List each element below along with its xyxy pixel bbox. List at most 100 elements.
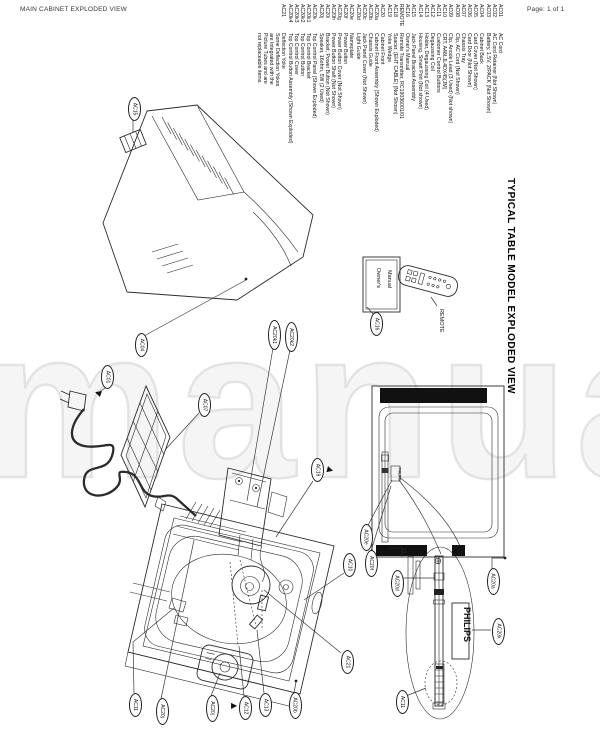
- part-code: AC12: [428, 4, 435, 17]
- callout-AC20b: AC20b: [288, 691, 302, 719]
- part-code: AC15: [410, 4, 417, 17]
- part-description: Top Control Button: [299, 33, 305, 76]
- part-code: AC20d: [354, 4, 361, 20]
- part-code: AC20g: [336, 4, 343, 20]
- part-code: AC16: [404, 4, 411, 17]
- callout-label: AC10: [346, 558, 353, 572]
- part-description: Clip, AC Cord (Not Shown): [453, 33, 460, 95]
- part-description: Light Guide: [354, 33, 361, 60]
- owners-manual-drawing: Owner's Manual: [362, 256, 401, 313]
- part-code: AC18: [391, 4, 398, 17]
- part-description: Picture Tubes and are: [261, 33, 268, 84]
- part-description: Cabinet Back: [478, 33, 485, 64]
- callout-AC20j: AC20j: [155, 697, 169, 725]
- callout-AC20a: AC20a: [486, 567, 500, 595]
- top-control-detail-drawing: PHILIPS: [405, 546, 475, 720]
- owners-manual-text-line2: Manual: [386, 270, 392, 288]
- part-code: AC06: [466, 4, 473, 17]
- callout-AC04: AC04: [134, 333, 148, 357]
- part-code: AC05: [472, 4, 479, 17]
- callout-label: AC07: [201, 398, 208, 412]
- part-description: CRT, A48LJL4DX45(JM): [441, 33, 448, 90]
- part-code: AC20k2: [299, 4, 305, 23]
- part-description: Card Door (Not Shown): [466, 33, 473, 88]
- parts-list-row: not replaceable items.: [256, 4, 262, 143]
- cabinet-back-drawing: [102, 104, 314, 301]
- watermark: manuali: [0, 285, 600, 522]
- cabinet-front-assembly-drawing: [124, 467, 335, 708]
- part-code: AC19: [385, 4, 392, 17]
- parts-list-row: AC20hPower Button Shaft (Not Shown): [330, 4, 336, 143]
- part-code: AC20h: [329, 4, 336, 20]
- parts-list-row: AC20iBracket, Power Button (Not Shown): [324, 4, 330, 143]
- part-description: Chassis Guide: [367, 33, 374, 67]
- part-code: REMOTE: [398, 4, 404, 27]
- part-code: AC20j: [317, 4, 324, 19]
- chassis-tray-drawing: [120, 384, 171, 512]
- part-description: Top Control Panel (Shown Exploded): [311, 33, 318, 119]
- part-description: Jack Panel Bracket Assembly: [410, 33, 417, 102]
- part-description: Card Cover (Not Shown): [472, 33, 479, 90]
- callout-AC12: AC12: [238, 696, 252, 720]
- parts-list-row: Picture Tubes and are: [262, 4, 268, 143]
- part-description: Top Control Cover: [292, 33, 299, 75]
- parts-list-row: AC20k4Top Control Button Assembly (Shown…: [286, 4, 293, 144]
- callout-label: AC20k2: [288, 328, 295, 346]
- part-description: Chassis Tray: [459, 33, 466, 63]
- callout-AC20k: AC20k: [491, 617, 505, 645]
- callout-label: AC20a: [490, 573, 497, 589]
- part-description: Yoke Wedge: [385, 33, 392, 63]
- parts-list-row: AC20kTop Control Panel (Shown Exploded): [311, 4, 317, 143]
- part-code: AC20k4: [286, 4, 293, 23]
- parts-list-row: AC20dLight Guide: [355, 4, 361, 143]
- part-code: AC01: [497, 4, 503, 17]
- part-description: not replaceable items.: [255, 33, 262, 84]
- part-code: AC20: [379, 4, 386, 17]
- callout-AC15: AC15: [127, 97, 141, 121]
- part-description: Some Deflection Yokes: [274, 33, 281, 87]
- part-description: are Integrated with the: [268, 33, 275, 85]
- part-description: Top Control Button Assembly (Shown Explo…: [286, 33, 293, 144]
- parts-list-row: AC05Card Cover (Not Shown): [472, 4, 478, 143]
- part-code: AC20b: [367, 4, 374, 20]
- parts-list-row: AC06Card Door (Not Shown): [466, 4, 472, 143]
- callout-label: AC20d: [394, 575, 401, 591]
- part-code: AC09: [447, 4, 454, 17]
- part-code: AC20k1: [305, 4, 312, 23]
- parts-list-row: AC07Chassis Tray: [460, 4, 466, 143]
- part-description: Holder, Degaussing Coil (4 Used): [422, 33, 429, 110]
- part-description: Power Button Shaft (Not Shown): [329, 33, 336, 108]
- part-description: AC Cord: [497, 33, 503, 53]
- parts-list-row: AC20aCabinet Front Assembly (Shown Explo…: [373, 4, 379, 143]
- part-code: AC07: [459, 4, 466, 17]
- callout-AC20d: AC20d: [390, 569, 404, 597]
- callout-label: AC12: [242, 701, 249, 715]
- part-code: AC20a: [373, 4, 380, 20]
- parts-list-row: AC20cJack Panel Cover (Not Shown): [361, 4, 367, 143]
- parts-list-row: AC20k1Top Control Bracket: [305, 4, 311, 143]
- callout-AC11: AC11: [395, 690, 409, 714]
- part-description: Speaker, 16ohm, 5W (2 Used): [317, 33, 324, 103]
- callout-label: AC04: [138, 338, 145, 352]
- parts-list-row: AC03Battery, 1.5V, 2/PACK (Not Shown): [484, 4, 491, 143]
- part-description: Power Button Cover (Not Shown): [336, 33, 343, 110]
- part-code: AC11: [435, 4, 442, 17]
- part-description: AC Cord Retainer (Not Shown): [490, 33, 497, 105]
- part-code: AC10: [441, 4, 448, 17]
- philips-logo-text: PHILIPS: [462, 607, 472, 642]
- part-description: Housing, Smart Port (Not shown): [416, 33, 423, 110]
- part-description: Cabinet Front Assembly (Shown Exploded): [373, 33, 380, 132]
- callout-label: AC19: [314, 463, 321, 477]
- callout-AC13: AC13: [258, 693, 272, 717]
- exploded-view-title: TYPICAL TABLE MODEL EXPLODED VIEW: [505, 178, 516, 394]
- parts-list-row: AC20eNameplate: [348, 4, 355, 143]
- callout-label: AC20k: [495, 623, 502, 639]
- callout-label: AC13: [262, 698, 269, 712]
- callout-AC07: AC07: [197, 393, 211, 417]
- part-description: Jack Panel Cover (Not Shown): [360, 33, 367, 104]
- parts-list-row: AC13Holder, Degaussing Coil (4 Used): [423, 4, 429, 143]
- parts-list-row: AC14Housing, Smart Port (Not shown): [416, 4, 423, 143]
- part-description: Customer Control Buttons: [435, 33, 442, 93]
- leader-lines: [95, 119, 507, 700]
